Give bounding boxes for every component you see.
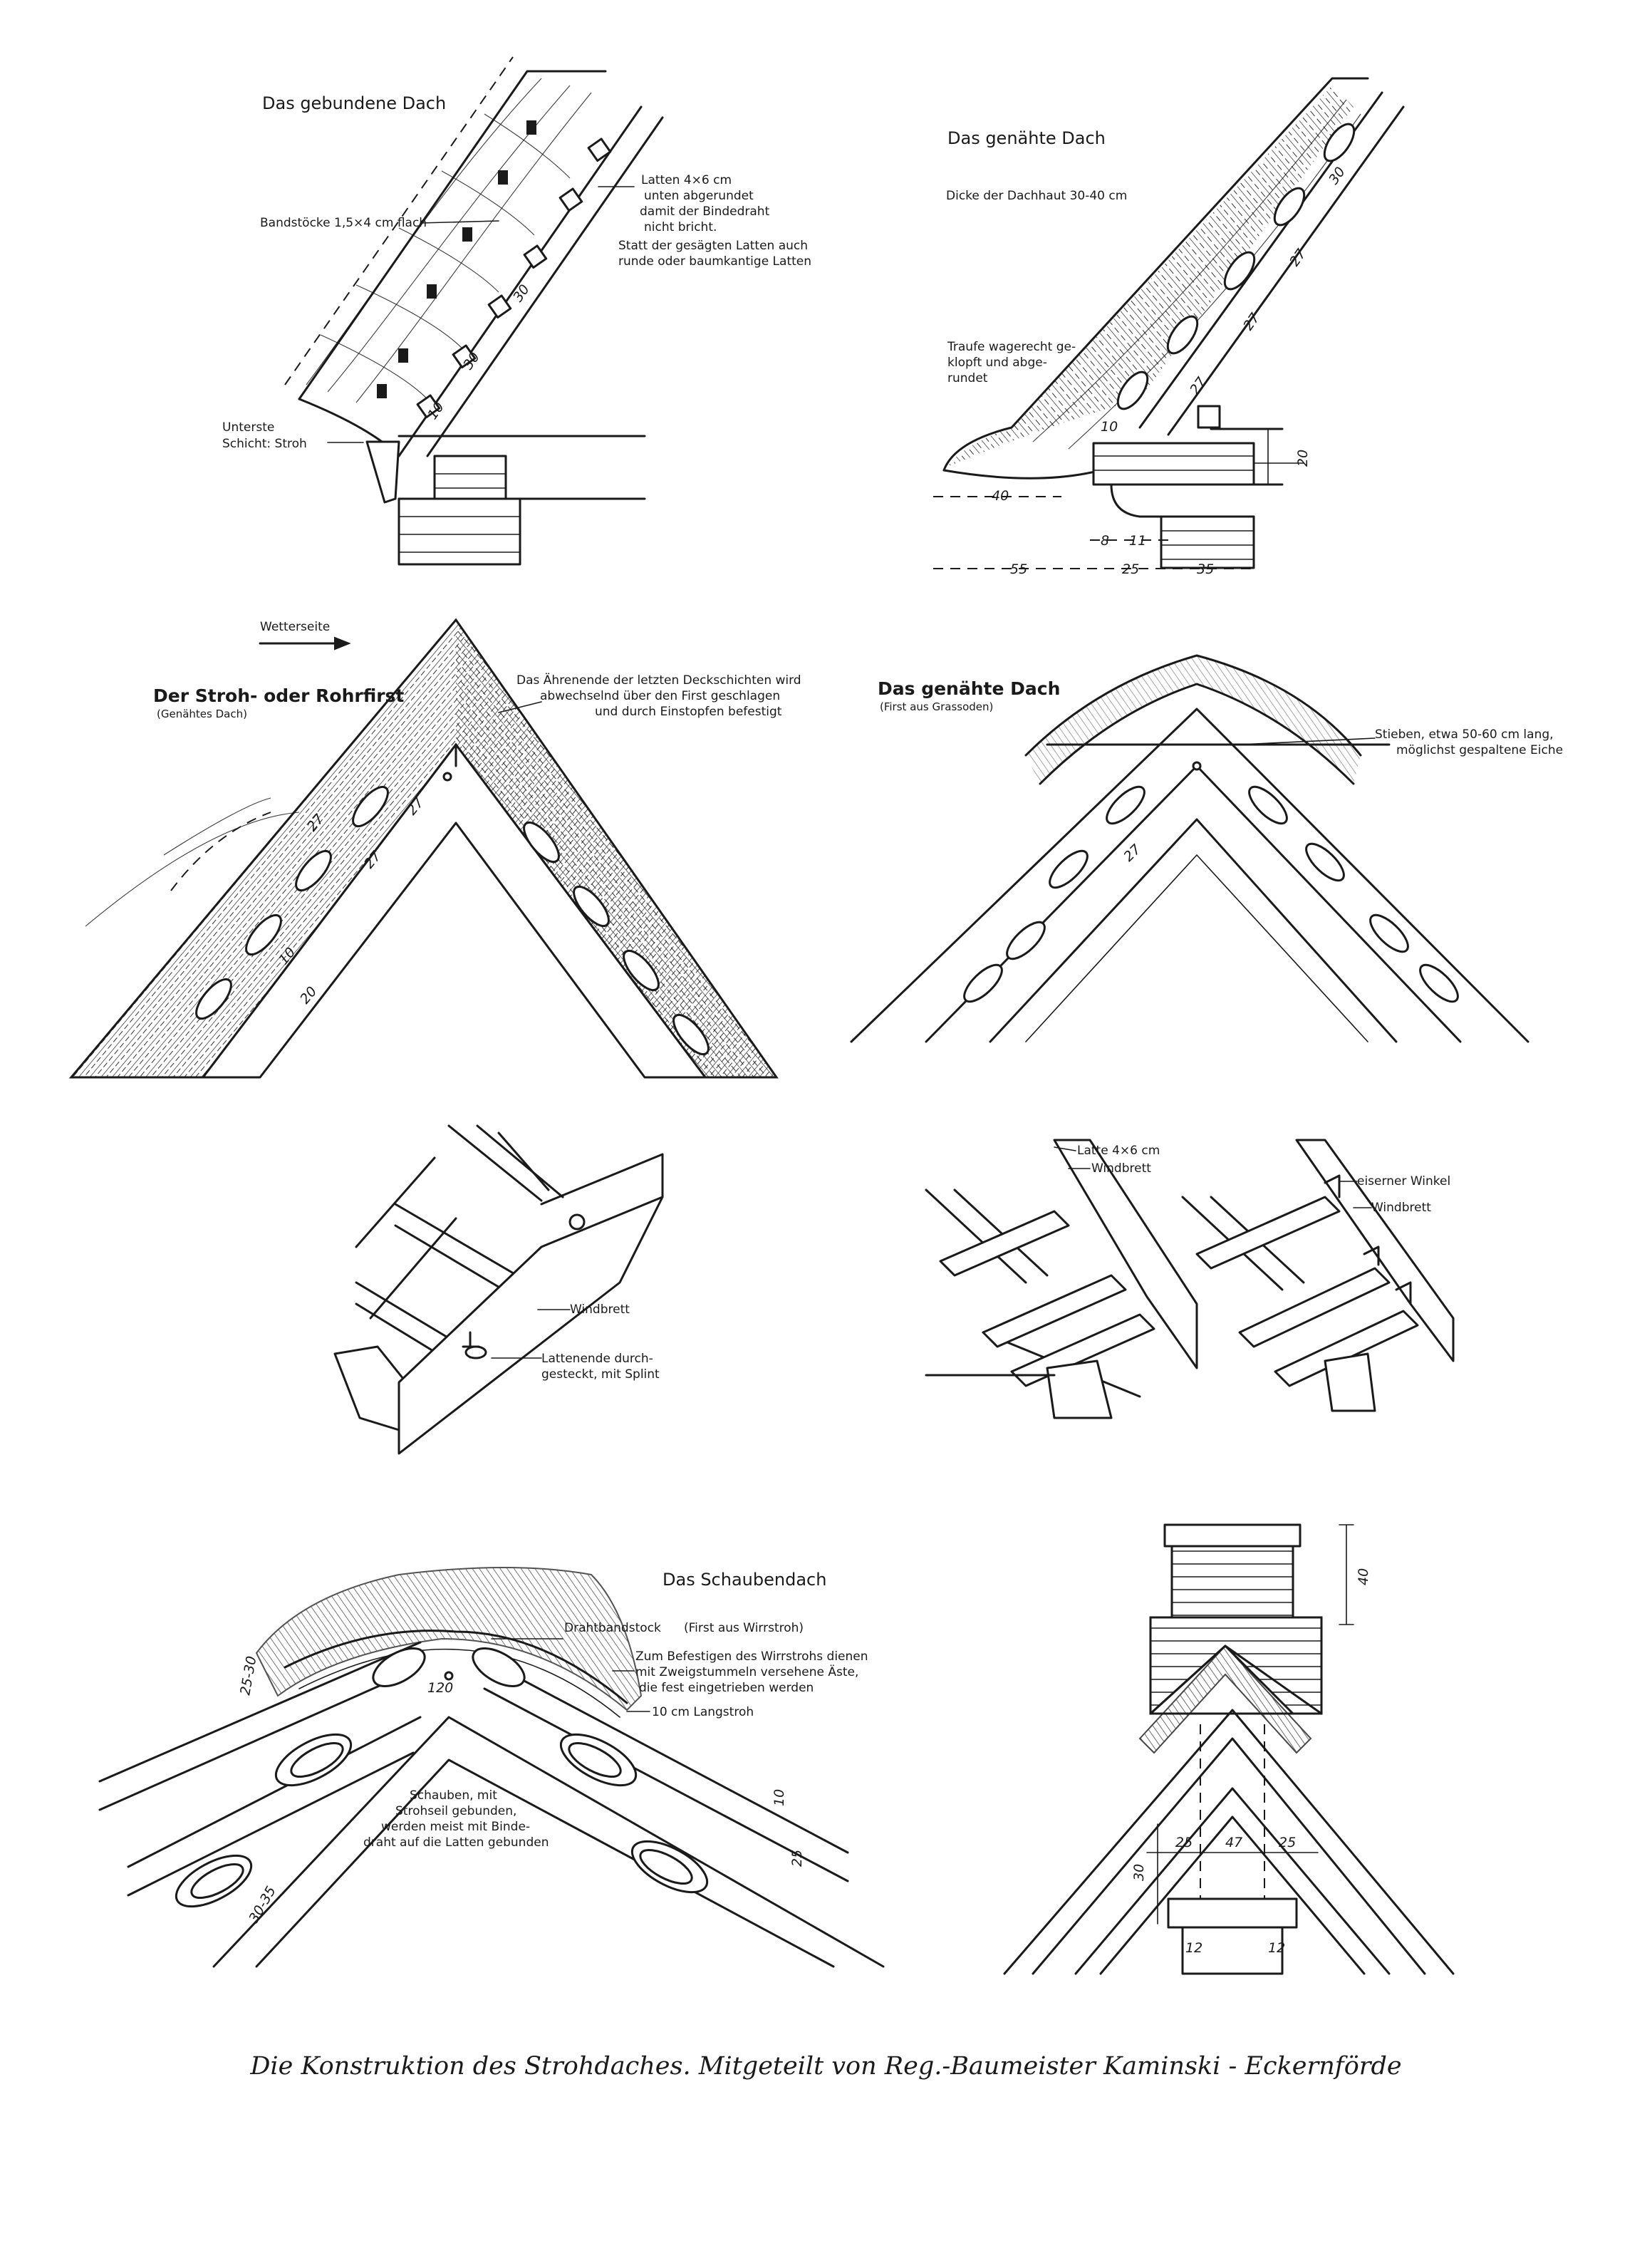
verge-variant-right <box>1181 1139 1455 1412</box>
bound-laths-alt-label: Statt der gesägten Latten auch runde ode… <box>618 239 811 269</box>
bound-lowest-layer-label: Unterste Schicht: Stroh <box>222 420 307 451</box>
bound-dim-1: 30 <box>510 281 533 304</box>
bound-laths-label: Latten 4×6 cm unten abgerundet damit der… <box>640 173 774 234</box>
sewn-ridge-dim-1: 27 <box>1121 841 1144 865</box>
bound-roof-wall <box>398 435 646 566</box>
bound-roof-laths <box>377 120 612 419</box>
bound-roof-rafter <box>365 105 664 504</box>
sewn-eaves-dim-8: 8 <box>1101 533 1109 549</box>
chimney-dim-3: 25 <box>1175 1835 1193 1850</box>
sheaf-roof-section: Das Schaubendach <box>98 1567 885 1968</box>
chimney-dim-2: 30 <box>1131 1864 1147 1881</box>
sewn-ridge-subtitle: (First aus Grassoden) <box>880 700 993 713</box>
chimney-section: 40 30 25 47 25 12 12 <box>1003 1523 1455 1975</box>
sewn-thickness-label: Dicke der Dachhaut 30-40 cm <box>946 189 1127 203</box>
sheaf-dim-2: 10 <box>772 1789 787 1806</box>
verge-lath-label: Latte 4×6 cm <box>1077 1144 1160 1158</box>
sewn-ridge-sod-cap <box>1024 654 1391 785</box>
sewn-eaves-dim-lines <box>933 428 1304 569</box>
sewn-eaves-dim-7: 40 <box>992 488 1009 504</box>
weather-side-label: Wetterseite <box>260 620 330 634</box>
chimney-roof <box>1003 1644 1455 1975</box>
sheaf-first-wirr-label: (First aus Wirrstroh) <box>684 1621 804 1635</box>
sewn-eaves-dim-10: 55 <box>1010 561 1027 577</box>
bound-roof-leaders <box>327 186 635 443</box>
straw-ridge-leader <box>498 701 542 713</box>
straw-ridge-rafters <box>202 743 707 1079</box>
verge-variants-section: Latte 4×6 cm Windbrett eiserner Winkel W… <box>925 1139 1455 1419</box>
bound-roof-thatch <box>284 56 607 457</box>
verge-iron-angle-label: eiserner Winkel <box>1357 1174 1450 1188</box>
verge-pinned-lath-end-label: Lattenende durch- gesteckt, mit Splint <box>541 1352 660 1382</box>
verge-pinned-wind-board-label: Windbrett <box>570 1302 630 1317</box>
chimney-flue <box>1167 1724 1298 1975</box>
sheaf-roof-rafters <box>98 1641 885 1968</box>
straw-ridge-section: Wetterseite Der Stroh- oder Rohrfirst (G… <box>68 618 805 1079</box>
plate-caption: Die Konstruktion des Strohdaches. Mitget… <box>250 2052 1402 2081</box>
straw-ridge-subtitle: (Genähtes Dach) <box>157 708 247 720</box>
sheaf-roof-wirr-cap <box>255 1567 643 1718</box>
chimney-dim-4: 47 <box>1225 1835 1242 1850</box>
bound-roof-section: Das gebundene Dach <box>222 56 811 566</box>
sheaf-dim-5: 25-30 <box>237 1655 259 1697</box>
sewn-ridge-title: Das genähte Dach <box>878 678 1060 699</box>
verge-pinned-drawing <box>333 1124 664 1455</box>
verge-lath-leader <box>1054 1146 1076 1151</box>
sheaf-roof-title: Das Schaubendach <box>663 1570 826 1590</box>
sewn-eaves-wall <box>1092 405 1284 569</box>
chimney-dim-7: 12 <box>1268 1940 1285 1956</box>
sheaf-dim-1: 25 <box>789 1850 805 1867</box>
sewn-eaves-label: Traufe wagerecht ge- klopft und abge- ru… <box>947 340 1080 385</box>
bound-roof-title: Das gebundene Dach <box>262 93 446 113</box>
sewn-eaves-dim-11: 25 <box>1122 561 1139 577</box>
chimney-dim-5: 25 <box>1279 1835 1296 1850</box>
sheaf-wire-stick-label: Drahtbandstock <box>564 1621 661 1635</box>
sewn-eaves-dim-1: 30 <box>1326 164 1349 187</box>
sewn-ridge-roof <box>850 708 1529 1043</box>
sewn-eaves-title: Das genähte Dach <box>947 128 1106 148</box>
chimney-dim-lines <box>1146 1524 1354 1925</box>
straw-ridge-ear-label: Das Ährenende der letzten Deckschichten … <box>516 673 805 719</box>
chimney-dim-6: 12 <box>1185 1940 1202 1956</box>
sheaf-dim-3: 30-35 <box>246 1884 279 1926</box>
sheaf-dim-4: 120 <box>427 1680 453 1696</box>
sewn-eaves-dim-4: 27 <box>1187 374 1210 397</box>
sheaf-bundles <box>175 1647 709 1908</box>
straw-ridge-title: Der Stroh- oder Rohrfirst <box>153 685 404 706</box>
bound-binding-sticks-label: Bandstöcke 1,5×4 cm flach <box>260 216 427 230</box>
sewn-eaves-dim-5: 10 <box>1101 419 1118 435</box>
verge-variant-left <box>925 1139 1198 1419</box>
sheaf-long-straw-label: 10 cm Langstroh <box>652 1705 754 1719</box>
straw-ridge-stitches <box>195 785 710 1056</box>
sewn-eaves-dim-12: 35 <box>1197 561 1214 577</box>
sewn-eaves-dim-6: 20 <box>1295 450 1311 467</box>
chimney-dim-1: 40 <box>1356 1568 1371 1585</box>
sheaf-roof-leaders <box>491 1638 650 1712</box>
verge-wind-board-right-label: Windbrett <box>1371 1201 1431 1215</box>
sewn-roof-ridge-section: Das genähte Dach (First aus Grassoden) <box>850 654 1563 1043</box>
sewn-ridge-leader <box>1239 737 1376 745</box>
sewn-eaves-dim-9: 11 <box>1129 533 1146 549</box>
verge-pinned-section: Windbrett Lattenende durch- gesteckt, mi… <box>333 1124 664 1455</box>
sewn-roof-eaves-section: Das genähte Dach Dicke der Dachhaut 30-4… <box>933 77 1405 577</box>
sewn-ridge-stakes-label: Stieben, etwa 50-60 cm lang, möglichst g… <box>1375 727 1563 757</box>
verge-wind-board-left-label: Windbrett <box>1091 1161 1151 1176</box>
sheaf-bundles-label: Schauben, mit Strohseil gebunden, werden… <box>363 1788 549 1850</box>
sewn-ridge-stitches <box>963 785 1459 1003</box>
sewn-eaves-rafter <box>1116 91 1405 436</box>
sheaf-branches-label: Zum Befestigen des Wirrstrohs dienen mit… <box>635 1649 872 1695</box>
sewn-eaves-thatch <box>942 77 1369 480</box>
weather-side-arrow-icon <box>259 636 351 651</box>
